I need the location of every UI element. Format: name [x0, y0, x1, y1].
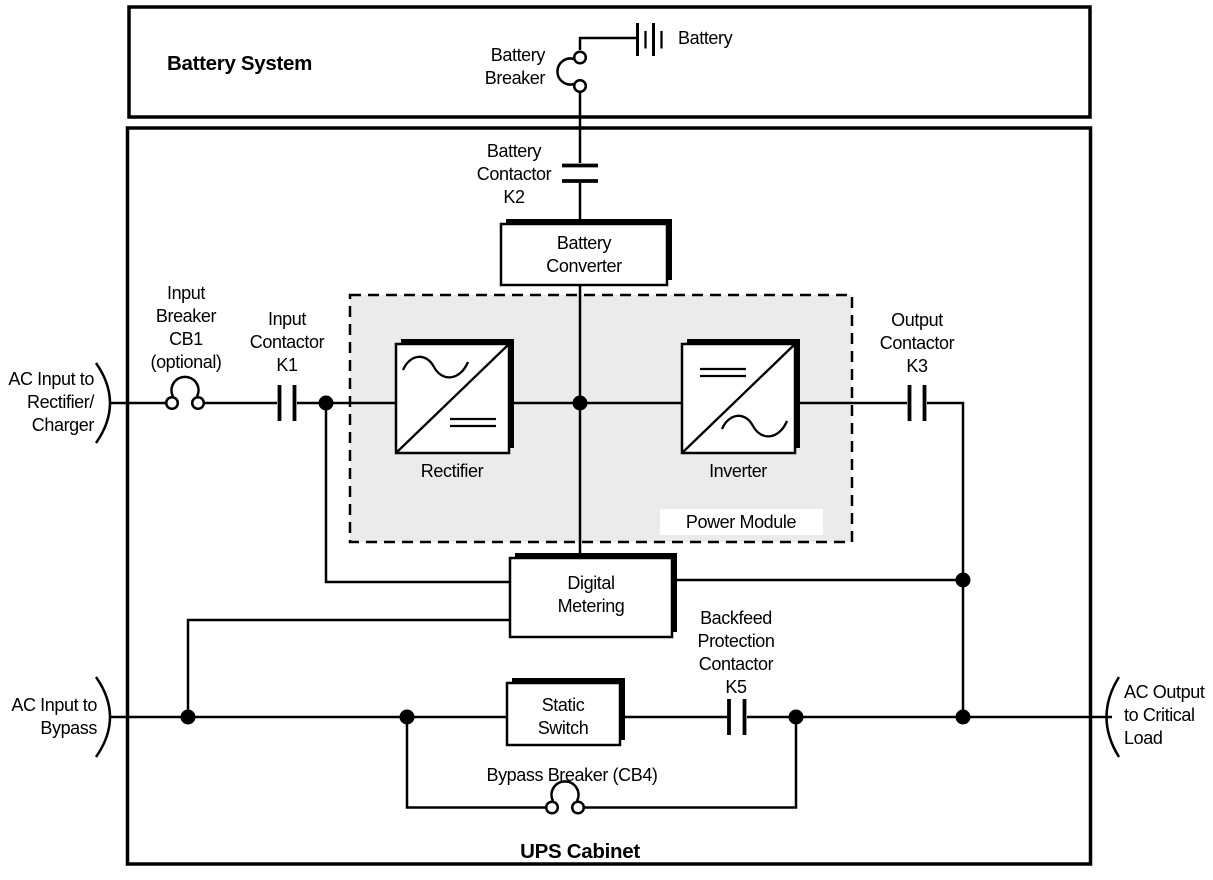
port-ac-input-rectifier: AC Input to Rectifier/ Charger	[8, 362, 112, 444]
cb4-label: Bypass Breaker (CB4)	[486, 765, 657, 785]
power-module-label-bg	[660, 509, 823, 535]
cb1-contact-left	[164, 395, 180, 411]
wire-bypass-to-metering	[186, 618, 510, 717]
junction-dot-output	[955, 709, 971, 725]
port-ac-input-bypass: AC Input to Bypass	[11, 676, 112, 758]
inverter-label: Inverter	[709, 461, 767, 481]
rectifier-diagonal	[396, 344, 509, 453]
wire-k3-down-to-output	[927, 401, 965, 717]
battery-breaker-contact-top	[572, 50, 588, 65]
cb1-label-line2: Breaker	[156, 306, 217, 326]
cb4-arc	[550, 780, 580, 802]
digital-metering-box: Digital Metering	[508, 553, 677, 639]
battery-breaker-label-line1: Battery	[491, 45, 546, 65]
k3-label-line2: Contactor	[880, 333, 955, 353]
k1-label-line2: Contactor	[250, 332, 325, 352]
cb1-label-line3: CB1	[169, 329, 203, 349]
wire-bypass-loop-left	[405, 717, 546, 809]
inverter-dc-lines-icon	[700, 367, 746, 378]
ac-output-arc	[1105, 676, 1121, 758]
battery-breaker-label-line2: Breaker	[485, 68, 546, 88]
rectifier-ac-sine-icon	[401, 355, 470, 379]
battery-wire	[578, 36, 636, 50]
cb1-arc	[170, 375, 200, 398]
battery-label: Battery	[678, 28, 733, 48]
cb1-contact-right	[190, 395, 206, 411]
junction-dots	[180, 395, 971, 725]
output-contactor-k3-symbol: Output Contactor K3	[880, 310, 955, 421]
digital-metering-label-line1: Digital	[567, 573, 614, 593]
junction-dot-bypass-left	[180, 709, 196, 725]
battery-contactor-k2-symbol: Battery Contactor K2	[477, 141, 598, 207]
digital-metering-border	[508, 556, 674, 639]
k2-label-line1: Battery	[487, 141, 542, 161]
junction-dot-k5-output	[788, 709, 804, 725]
k5-label-line1: Backfeed	[700, 608, 772, 628]
ac-output-label-line3: Load	[1124, 728, 1162, 748]
battery-converter-box: Battery Converter	[499, 219, 672, 287]
ac-input-bypass-label-line1: AC Input to	[11, 695, 97, 715]
power-module-label: Power Module	[686, 512, 797, 532]
wire-bypass-loop-right	[584, 717, 798, 809]
ac-input-rectifier-arc	[94, 362, 112, 444]
battery-converter-label-line1: Battery	[557, 233, 612, 253]
input-contactor-k1-symbol: Input Contactor K1	[250, 309, 325, 421]
k2-label-line3: K2	[503, 187, 525, 207]
port-ac-output: AC Output to Critical Load	[1105, 676, 1205, 758]
static-switch-label-line2: Switch	[538, 718, 589, 738]
battery-system-box: Battery System	[127, 5, 1092, 119]
k3-label-line3: K3	[906, 356, 928, 376]
rectifier-box: Rectifier	[394, 339, 514, 481]
k3-label-line1: Output	[891, 310, 943, 330]
ups-cabinet-title: UPS Cabinet	[520, 840, 640, 863]
cb4-contact-right	[570, 800, 586, 815]
ac-input-rectifier-label-line3: Charger	[32, 415, 95, 435]
static-switch-border	[505, 681, 622, 747]
junction-dot-bypass-loop	[399, 709, 415, 725]
ac-output-label-line1: AC Output	[1124, 682, 1205, 702]
wire-k1-junction-to-metering	[324, 403, 510, 584]
rectifier-label: Rectifier	[421, 461, 484, 481]
inverter-box: Inverter	[680, 339, 800, 481]
k5-label-line2: Protection	[697, 631, 774, 651]
k1-label-line1: Input	[268, 309, 306, 329]
k5-label-line4: K5	[725, 677, 747, 697]
input-breaker-cb1-symbol: Input Breaker CB1 (optional)	[150, 283, 222, 411]
inverter-diagonal	[682, 344, 795, 453]
ac-output-label-line2: to Critical	[1124, 705, 1195, 725]
battery-breaker-arc	[556, 57, 575, 86]
k5-label-line3: Contactor	[699, 654, 774, 674]
ac-input-bypass-arc	[94, 676, 112, 758]
battery-breaker-symbol: Battery Breaker	[485, 45, 588, 94]
battery-converter-label-line2: Converter	[546, 256, 622, 276]
inverter-ac-sine-icon	[720, 414, 789, 438]
battery-system-border	[127, 5, 1092, 119]
ac-input-rectifier-label-line1: AC Input to	[8, 369, 94, 389]
backfeed-contactor-k5-symbol: Backfeed Protection Contactor K5	[697, 608, 775, 735]
junction-dot-metering-output	[955, 572, 971, 588]
k1-label-line3: K1	[276, 355, 298, 375]
bypass-breaker-cb4-symbol: Bypass Breaker (CB4)	[486, 765, 658, 815]
ac-input-rectifier-label-line2: Rectifier/	[27, 392, 94, 412]
battery-breaker-contact-bottom	[572, 78, 588, 94]
battery-symbol: Battery	[578, 23, 733, 56]
k2-label-line2: Contactor	[477, 164, 552, 184]
static-switch-box: Static Switch	[505, 678, 625, 747]
junction-dot-dc-bus	[572, 395, 588, 411]
cb1-label-line1: Input	[167, 283, 205, 303]
digital-metering-label-line2: Metering	[558, 596, 625, 616]
static-switch-label-line1: Static	[542, 695, 585, 715]
rectifier-dc-lines-icon	[450, 417, 496, 428]
junction-dot-k1	[318, 395, 334, 411]
cb1-label-line4: (optional)	[150, 352, 221, 372]
cb4-contact-left	[544, 800, 560, 815]
battery-converter-border	[499, 222, 669, 287]
battery-system-title: Battery System	[167, 52, 312, 75]
ac-input-bypass-label-line2: Bypass	[40, 718, 97, 738]
